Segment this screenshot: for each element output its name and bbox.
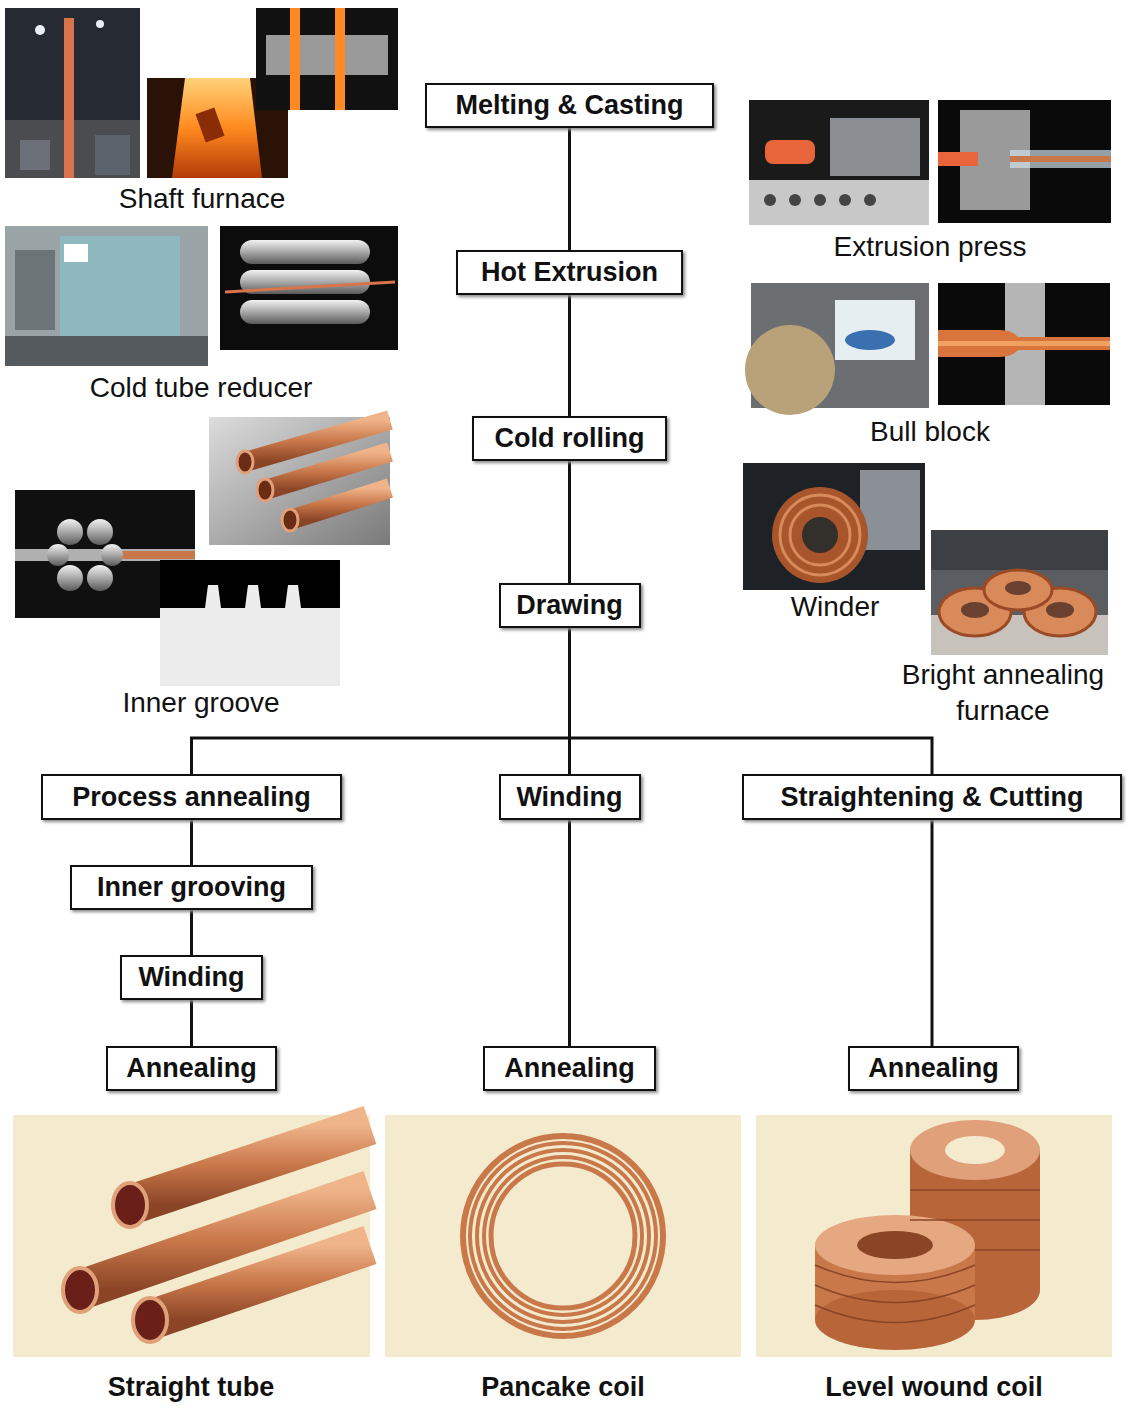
flow-connector bbox=[568, 295, 571, 416]
process-label: Drawing bbox=[516, 590, 623, 620]
process-box: Melting & Casting bbox=[425, 83, 714, 128]
process-label: Hot Extrusion bbox=[481, 257, 658, 287]
winder-photo bbox=[743, 463, 925, 590]
product-name: Level wound coil bbox=[764, 1369, 1104, 1405]
product-name: Pancake coil bbox=[393, 1369, 733, 1405]
extrusion-press-photo bbox=[749, 100, 1111, 225]
process-box: Annealing bbox=[483, 1046, 656, 1091]
process-box: Inner grooving bbox=[70, 865, 313, 910]
process-box: Drawing bbox=[499, 583, 641, 628]
cold-tube-reducer-photo bbox=[5, 226, 398, 366]
process-label: Process annealing bbox=[72, 782, 311, 812]
process-label: Melting & Casting bbox=[456, 90, 684, 120]
process-label: Inner grooving bbox=[97, 872, 286, 902]
process-label: Annealing bbox=[504, 1053, 635, 1083]
photo-caption: Bull block bbox=[810, 414, 1050, 450]
flow-connector bbox=[190, 910, 193, 955]
process-label: Annealing bbox=[126, 1053, 257, 1083]
process-box: Winding bbox=[120, 955, 263, 1000]
inner-groove-photo bbox=[15, 417, 390, 686]
photo-caption: Shaft furnace bbox=[72, 181, 332, 217]
photo-caption: Winder bbox=[750, 589, 920, 625]
level-wound-coil-picture bbox=[756, 1115, 1112, 1357]
photo-caption: Extrusion press bbox=[780, 229, 1080, 265]
photo-caption: Bright annealing furnace bbox=[885, 657, 1121, 729]
process-label: Straightening & Cutting bbox=[781, 782, 1084, 812]
flow-connector bbox=[570, 628, 933, 774]
process-box: Annealing bbox=[848, 1046, 1019, 1091]
process-label: Winding bbox=[516, 782, 622, 812]
process-box: Cold rolling bbox=[472, 416, 667, 461]
process-box: Straightening & Cutting bbox=[742, 774, 1122, 820]
process-label: Winding bbox=[138, 962, 244, 992]
flow-connector bbox=[568, 461, 571, 583]
process-box: Annealing bbox=[106, 1046, 277, 1091]
bright-annealing-furnace-photo bbox=[931, 530, 1108, 655]
straight-tube-picture bbox=[13, 1115, 370, 1357]
pancake-coil-picture bbox=[385, 1115, 741, 1357]
photo-caption: Cold tube reducer bbox=[51, 370, 351, 406]
bull-block-photo bbox=[745, 283, 1110, 415]
process-box: Hot Extrusion bbox=[456, 250, 683, 295]
flow-connector bbox=[568, 128, 571, 250]
shaft-furnace-photo bbox=[5, 8, 398, 178]
flow-connector bbox=[190, 820, 193, 865]
process-label: Cold rolling bbox=[495, 423, 645, 453]
flow-connector bbox=[190, 1000, 193, 1046]
flow-connector bbox=[568, 820, 571, 1046]
process-box: Process annealing bbox=[41, 774, 342, 820]
process-label: Annealing bbox=[868, 1053, 999, 1083]
flow-connector bbox=[931, 820, 934, 1046]
product-name: Straight tube bbox=[21, 1369, 361, 1405]
photo-caption: Inner groove bbox=[71, 685, 331, 721]
process-box: Winding bbox=[499, 774, 641, 820]
